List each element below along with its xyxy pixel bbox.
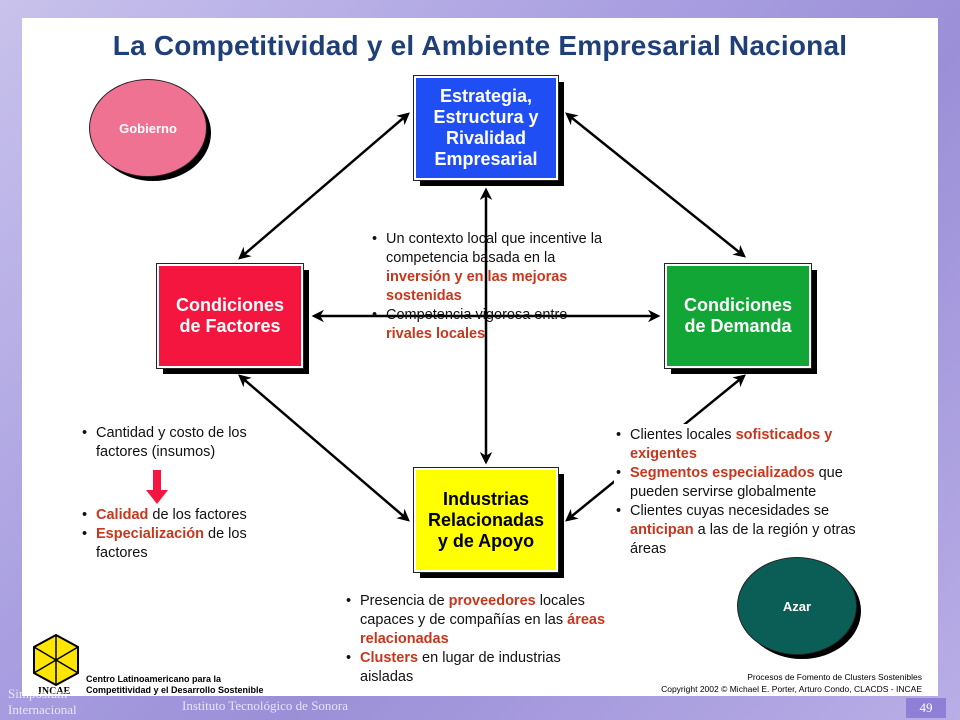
highlight-text: Clusters <box>360 650 419 666</box>
node-gobierno: Gobierno <box>90 80 206 176</box>
credit-line-1: Procesos de Fomento de Clusters Sostenib… <box>747 672 922 682</box>
center-bullets: Un contexto local que incentive la compe… <box>370 230 616 344</box>
hexagon-logo-icon <box>33 633 79 687</box>
bullet-item: Clusters en lugar de industrias aisladas <box>344 649 616 687</box>
industrias-bullets: Presencia de proveedores locales capaces… <box>344 592 616 687</box>
page-number-badge: 49 <box>906 698 946 718</box>
bullet-item: Clientes cuyas necesidades se anticipan … <box>614 502 886 559</box>
bullet-item: Segmentos especializados que pueden serv… <box>614 464 886 502</box>
highlight-text: Calidad <box>96 507 149 523</box>
org-line-1: Centro Latinoamericano para la <box>86 674 222 684</box>
bullet-text: de los factores <box>148 507 247 523</box>
logo-text: INCAE <box>38 686 71 697</box>
bullet-text: Clientes cuyas necesidades se <box>630 503 830 519</box>
factores-bullets-top: Cantidad y costo de los factores (insumo… <box>80 422 284 464</box>
bullet-item: Presencia de proveedores locales capaces… <box>344 592 616 649</box>
node-azar: Azar <box>738 558 856 654</box>
bullet-text: Cantidad y costo de los factores (insumo… <box>96 425 247 460</box>
bullet-text: que pueden servirse globalmente <box>630 465 843 500</box>
bullet-text: a las de la región y otras áreas <box>630 522 856 557</box>
footer-left-line-1: Simposium <box>8 686 68 701</box>
footer-institution: Instituto Tecnológico de Sonora <box>182 698 349 713</box>
arrow-estrategia-factores <box>238 112 410 260</box>
bullet-text: Competencia vigorosa entre <box>386 307 568 323</box>
highlight-text: sofisticados y exigentes <box>630 427 833 462</box>
highlight-text: inversión y en las mejoras sostenidas <box>386 269 568 304</box>
node-condiciones-demanda: Condiciones de Demanda <box>665 264 811 368</box>
bullet-item: Competencia vigorosa entre rivales local… <box>370 306 616 344</box>
slide: La Competitividad y el Ambiente Empresar… <box>22 18 938 697</box>
incae-logo: INCAE <box>28 632 84 697</box>
footer-left-line-2: Internacional <box>8 702 77 717</box>
bullet-item: Especialización de los factores <box>80 525 280 563</box>
bullet-text: en lugar de industrias aisladas <box>360 650 561 685</box>
node-estrategia: Estrategia, Estructura y Rivalidad Empre… <box>414 76 558 180</box>
highlight-text: rivales locales <box>386 326 486 342</box>
node-condiciones-factores: Condiciones de Factores <box>157 264 303 368</box>
arrow-estrategia-demanda <box>565 112 746 258</box>
page-number: 49 <box>919 700 933 715</box>
bullet-text: de los factores <box>96 526 247 561</box>
factores-bullets-bottom: Calidad de los factoresEspecialización d… <box>80 504 284 565</box>
down-arrow-icon <box>146 470 168 504</box>
slide-title: La Competitividad y el Ambiente Empresar… <box>112 30 848 61</box>
arrow-factores-industrias <box>238 374 410 522</box>
highlight-text: Segmentos especializados <box>630 465 815 481</box>
bullet-text: Presencia de <box>360 593 449 609</box>
highlight-text: proveedores <box>448 593 536 609</box>
highlight-text: anticipan <box>630 522 694 538</box>
bullet-item: Calidad de los factores <box>80 506 280 525</box>
demanda-bullets: Clientes locales sofisticados y exigente… <box>614 424 890 561</box>
bullet-item: Clientes locales sofisticados y exigente… <box>614 426 886 464</box>
bullet-item: Un contexto local que incentive la compe… <box>370 230 616 306</box>
bullet-text: Clientes locales <box>630 427 736 443</box>
org-line-2: Competitividad y el Desarrollo Sostenibl… <box>86 685 264 695</box>
highlight-text: Especialización <box>96 526 204 542</box>
bullet-text: Un contexto local que incentive la compe… <box>386 231 603 266</box>
node-industrias: Industrias Relacionadas y de Apoyo <box>414 468 558 572</box>
bullet-item: Cantidad y costo de los factores (insumo… <box>80 424 280 462</box>
bullet-text: locales capaces y de compañías en las <box>360 593 585 628</box>
highlight-text: áreas relacionadas <box>360 612 606 647</box>
credit-line-2: Copyright 2002 © Michael E. Porter, Artu… <box>661 684 922 694</box>
